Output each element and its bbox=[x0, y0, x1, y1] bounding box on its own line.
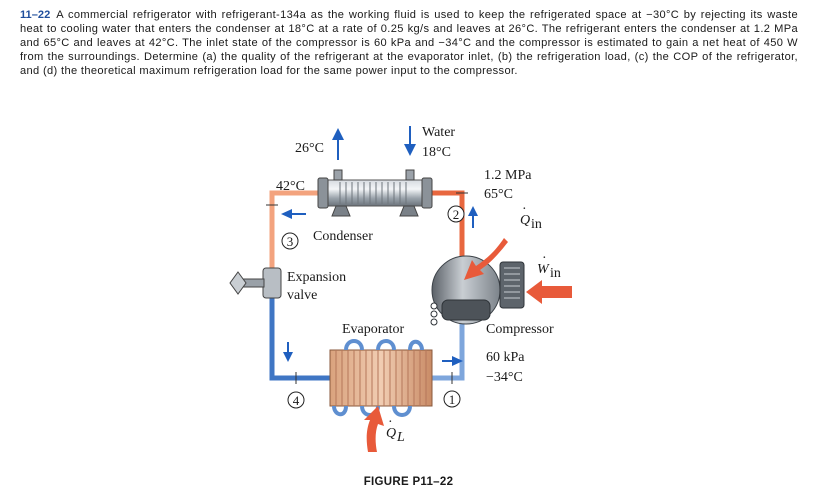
compressor-inlet-pressure: 60 kPa bbox=[486, 350, 525, 365]
water-out-temp: 26°C bbox=[295, 141, 324, 156]
liquid-line bbox=[269, 190, 318, 268]
state-markers: 1 2 3 4 bbox=[281, 205, 465, 409]
svg-text:in: in bbox=[550, 266, 561, 281]
refrigerant-flow-arrows bbox=[281, 206, 478, 366]
condenser-label: Condenser bbox=[313, 229, 373, 244]
expansion-valve-label-1: Expansion bbox=[287, 270, 346, 285]
piping bbox=[266, 190, 468, 384]
state-4: 4 bbox=[287, 391, 305, 409]
w-in-arrow bbox=[526, 280, 572, 304]
energy-arrows bbox=[364, 238, 572, 452]
evaporator bbox=[329, 339, 433, 417]
condenser-exit-temp: 42°C bbox=[276, 179, 305, 194]
discharge-pipe bbox=[432, 190, 465, 257]
compressor-label: Compressor bbox=[486, 322, 554, 337]
expansion-valve-label-2: valve bbox=[287, 288, 317, 303]
svg-text:·: · bbox=[388, 415, 393, 430]
state-2: 2 bbox=[447, 205, 465, 223]
q-in-arrow bbox=[464, 238, 508, 280]
problem-number: 11–22 bbox=[20, 9, 51, 21]
w-in-label: W · in bbox=[537, 251, 561, 281]
water-flow-arrows bbox=[332, 126, 416, 160]
figure-caption: FIGURE P11–22 bbox=[363, 476, 454, 488]
suction-line bbox=[432, 322, 465, 381]
svg-text:Q: Q bbox=[520, 213, 530, 228]
state-1: 1 bbox=[443, 390, 461, 408]
compressor-inlet-temp: −34°C bbox=[486, 370, 523, 385]
q-l-label: Q · L bbox=[386, 415, 405, 445]
q-l-arrow bbox=[364, 406, 384, 452]
problem-text: A commercial refrigerator with refrigera… bbox=[20, 9, 798, 77]
svg-text:in: in bbox=[531, 217, 542, 232]
expansion-valve bbox=[229, 267, 282, 299]
svg-text:Q: Q bbox=[386, 426, 396, 441]
q-in-label: Q · in bbox=[520, 202, 542, 232]
condenser bbox=[317, 169, 433, 217]
svg-text:3: 3 bbox=[287, 234, 294, 249]
svg-text:2: 2 bbox=[453, 207, 460, 222]
condenser-inlet-pressure: 1.2 MPa bbox=[484, 168, 532, 183]
svg-text:·: · bbox=[522, 202, 527, 217]
state-3: 3 bbox=[281, 232, 299, 250]
evaporator-label: Evaporator bbox=[342, 322, 405, 337]
svg-text:·: · bbox=[542, 251, 547, 266]
condenser-inlet-temp: 65°C bbox=[484, 187, 513, 202]
svg-text:1: 1 bbox=[449, 392, 456, 407]
throttled-line bbox=[269, 298, 330, 381]
svg-text:L: L bbox=[396, 430, 405, 445]
water-in-temp: 18°C bbox=[422, 145, 451, 160]
water-label: Water bbox=[422, 125, 455, 140]
svg-text:4: 4 bbox=[293, 393, 300, 408]
svg-text:W: W bbox=[537, 262, 550, 277]
compressor-mount-holes bbox=[430, 302, 438, 326]
